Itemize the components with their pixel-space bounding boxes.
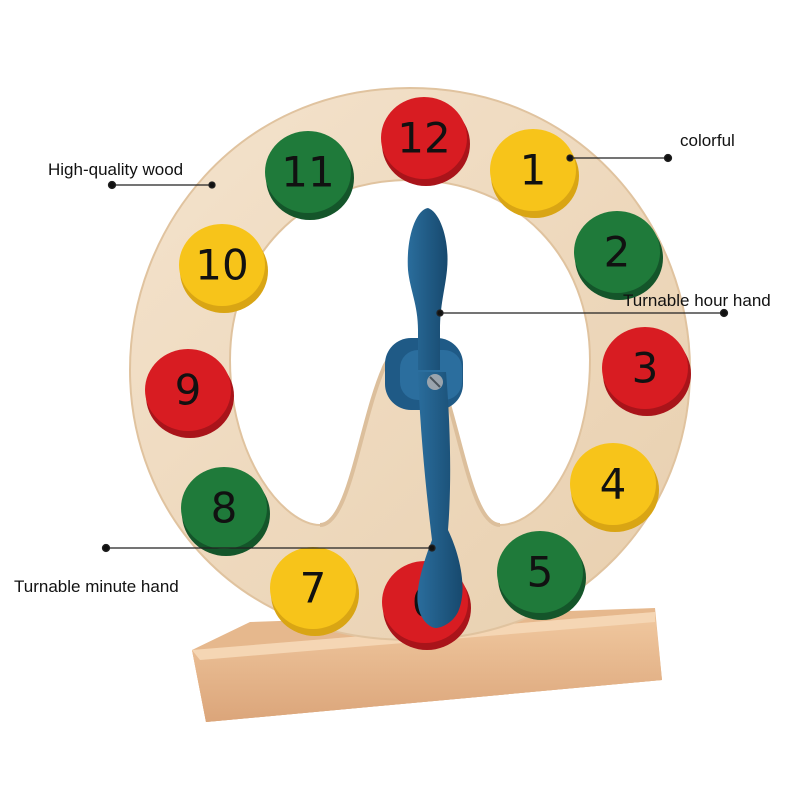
callout-colorful-label: colorful xyxy=(680,131,735,150)
number-label-10: 10 xyxy=(195,241,248,290)
number-label-3: 3 xyxy=(632,344,659,393)
number-label-9: 9 xyxy=(175,366,202,415)
callout-minute-hand-label: Turnable minute hand xyxy=(14,577,179,596)
number-label-12: 12 xyxy=(397,114,450,163)
number-disc-4: 4 xyxy=(570,443,659,532)
number-disc-9: 9 xyxy=(145,349,234,438)
number-label-4: 4 xyxy=(600,460,627,509)
number-label-1: 1 xyxy=(520,146,547,195)
minute-hand xyxy=(417,372,463,628)
number-disc-8: 8 xyxy=(181,467,270,556)
clock-base xyxy=(192,608,662,722)
number-label-5: 5 xyxy=(527,548,554,597)
number-disc-1: 1 xyxy=(490,129,579,218)
number-disc-2: 2 xyxy=(574,211,663,300)
number-disc-7: 7 xyxy=(270,547,359,636)
clock-hands xyxy=(385,208,463,628)
number-label-11: 11 xyxy=(281,148,334,197)
callout-wood-label: High-quality wood xyxy=(48,160,183,179)
number-disc-3: 3 xyxy=(602,327,691,416)
hour-hand xyxy=(407,208,448,370)
number-disc-11: 11 xyxy=(265,131,354,220)
number-label-2: 2 xyxy=(604,228,631,277)
number-label-8: 8 xyxy=(211,484,238,533)
number-disc-12: 12 xyxy=(381,97,470,186)
callout-hour-hand-label: Turnable hour hand xyxy=(623,291,771,310)
number-disc-5: 5 xyxy=(497,531,586,620)
number-label-7: 7 xyxy=(300,564,327,613)
callout-lines xyxy=(101,153,729,553)
number-disc-10: 10 xyxy=(179,224,268,313)
